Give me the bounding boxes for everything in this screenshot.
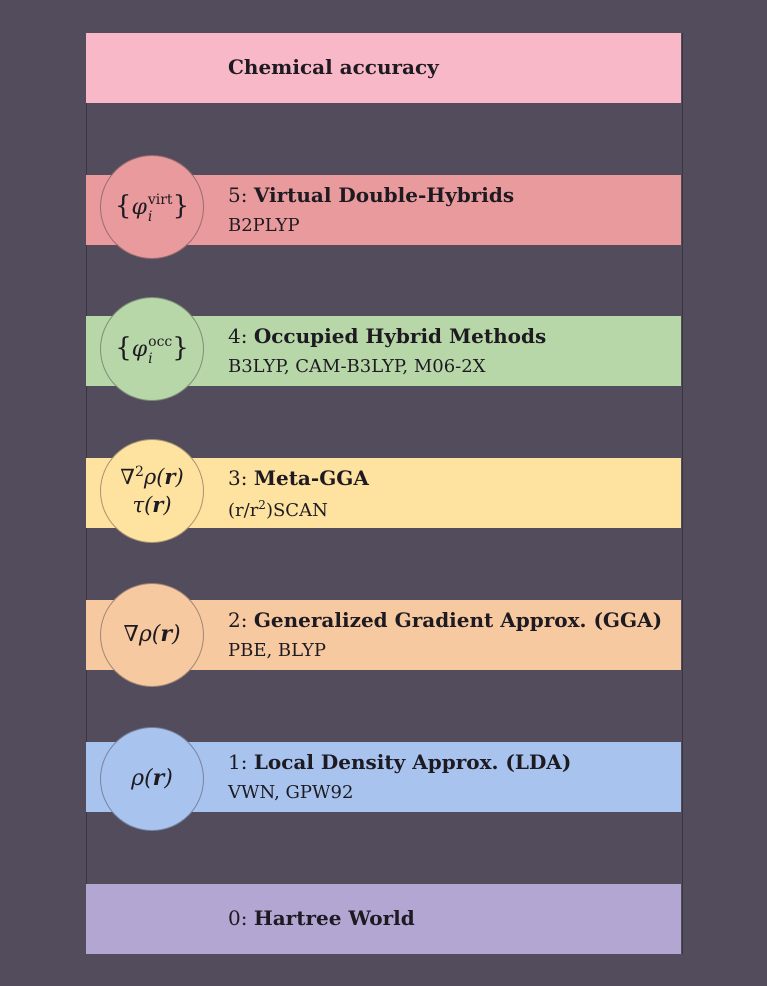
density-gradient-symbol: ∇ρ(r) [123, 621, 181, 648]
rung-3-title: 3: Meta-GGA [228, 466, 369, 490]
rung-1-examples: VWN, GPW92 [228, 782, 354, 803]
rung-5-title: 5: Virtual Double-Hybrids [228, 183, 514, 207]
rung-5-number: 5: [228, 183, 254, 207]
rung-3-number: 3: [228, 466, 254, 490]
chemical-accuracy-label: Chemical accuracy [228, 55, 439, 79]
rung-3-circle: ∇2ρ(r) τ(r) [100, 439, 204, 543]
rung-2-name: Generalized Gradient Approx. (GGA) [253, 608, 663, 632]
rung-2-circle: ∇ρ(r) [100, 583, 204, 687]
rung-1-circle: ρ(r) [100, 727, 204, 831]
chemical-accuracy-band: Chemical accuracy [86, 33, 681, 103]
laplacian-density-symbol: ∇2ρ(r) [120, 463, 184, 489]
hartree-world-band: 0: Hartree World [86, 884, 681, 954]
rung-2-number: 2: [228, 608, 254, 632]
rung-0-title: 0: Hartree World [228, 906, 415, 930]
rung-4-number: 4: [228, 324, 254, 348]
rung-4-examples: B3LYP, CAM-B3LYP, M06-2X [228, 356, 486, 377]
density-symbol: ρ(r) [131, 765, 173, 792]
rung-4-name: Occupied Hybrid Methods [253, 324, 547, 348]
rung-1-title: 1: Local Density Approx. (LDA) [228, 750, 571, 774]
rung-0-number: 0: [228, 906, 254, 930]
rung-2-examples: PBE, BLYP [228, 640, 326, 661]
rung-4-title: 4: Occupied Hybrid Methods [228, 324, 546, 348]
rung-3-name: Meta-GGA [253, 466, 369, 490]
rung-1-number: 1: [228, 750, 254, 774]
rung-5-name: Virtual Double-Hybrids [253, 183, 515, 207]
rung-5-examples: B2PLYP [228, 215, 300, 236]
rung-2-title: 2: Generalized Gradient Approx. (GGA) [228, 608, 662, 632]
rung-1-name: Local Density Approx. (LDA) [253, 750, 572, 774]
kinetic-energy-density-symbol: τ(r) [132, 492, 172, 517]
rung-0-name: Hartree World [253, 906, 415, 930]
rung-3-examples: (r/r2)SCAN [228, 498, 328, 521]
